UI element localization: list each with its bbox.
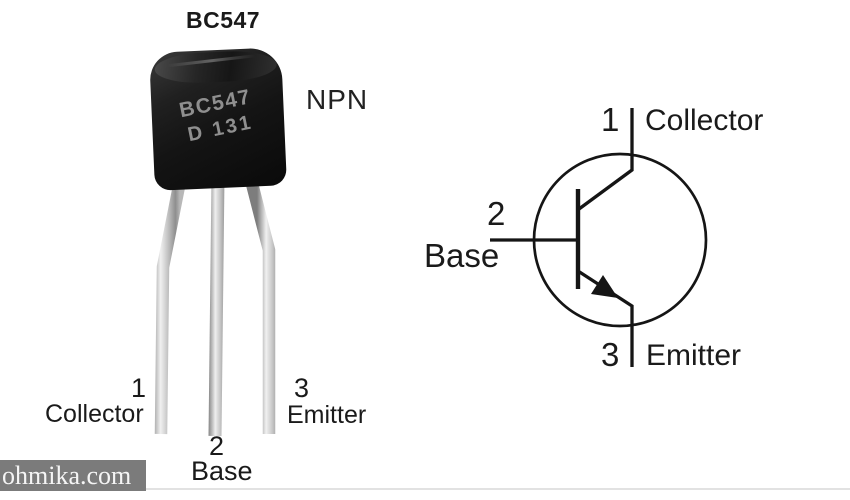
- photo-pin2-name: Base: [191, 456, 253, 486]
- collector-leg: [154, 174, 188, 435]
- schematic-pin3-name: Emitter: [646, 339, 742, 372]
- transistor-body: BC547 D 131: [149, 47, 287, 191]
- photo-pin1-name: Collector: [45, 400, 144, 428]
- emitter-lead-line: [577, 269, 634, 367]
- schematic-pin2-number: 2: [487, 195, 506, 232]
- page-title: BC547: [186, 7, 261, 33]
- schematic-pin1-number: 1: [601, 101, 620, 138]
- watermark-badge: ohmika.com: [0, 460, 146, 491]
- schematic-pin1-name: Collector: [645, 104, 764, 137]
- emitter-leg: [243, 174, 276, 434]
- photo-pin3-name: Emitter: [287, 401, 367, 429]
- base-leg: [208, 175, 225, 437]
- package-marking: BC547 D 131: [148, 79, 287, 153]
- transistor-legs: [154, 174, 276, 437]
- schematic-pin2-name: Base: [424, 237, 500, 274]
- photo-pin2-number: 2: [209, 431, 225, 461]
- photo-pin3-number: 3: [294, 373, 310, 403]
- photo-pin1-number: 1: [131, 373, 147, 403]
- transistor-type-label: NPN: [306, 84, 369, 115]
- schematic-pin3-number: 3: [601, 336, 620, 373]
- npn-transistor-symbol: [490, 108, 708, 367]
- emitter-arrow-icon: [591, 275, 618, 298]
- bottom-divider: [0, 488, 850, 490]
- collector-lead-line: [578, 108, 634, 211]
